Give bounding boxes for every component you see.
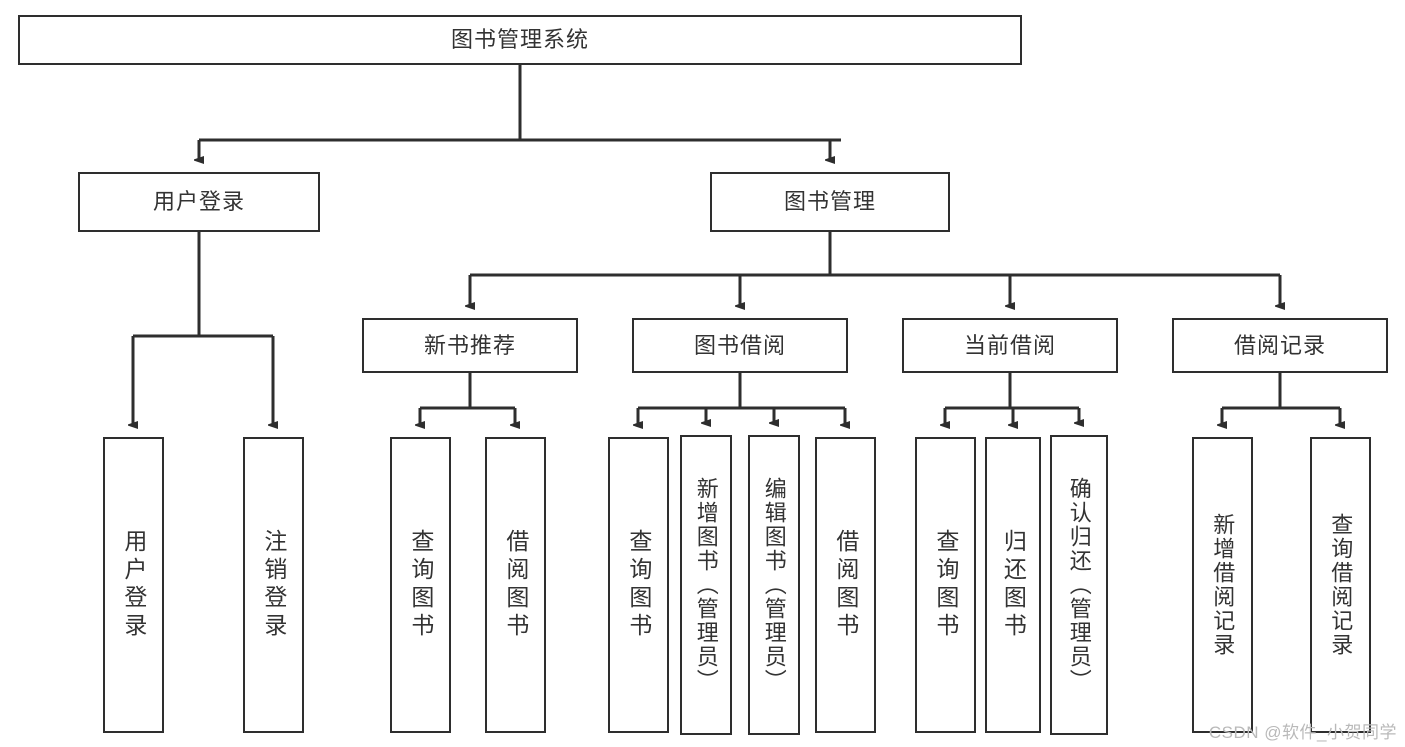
node-leaf-query-book-2-label: 查询图书	[625, 529, 652, 641]
node-root[interactable]: 图书管理系统	[18, 15, 1022, 65]
node-leaf-user-login-label: 用户登录	[120, 529, 147, 641]
node-book-manage-label: 图书管理	[783, 189, 876, 215]
node-current-borrow-label: 当前借阅	[963, 332, 1056, 358]
node-borrow-record[interactable]: 借阅记录	[1172, 318, 1388, 373]
node-new-book-rec-label: 新书推荐	[423, 332, 516, 358]
node-leaf-logout[interactable]: 注销登录	[243, 437, 304, 733]
node-leaf-return-book-label: 归还图书	[1000, 529, 1027, 641]
node-book-manage[interactable]: 图书管理	[710, 172, 950, 232]
csdn-watermark: CSDN @软件_小贺同学	[1208, 723, 1397, 742]
node-root-label: 图书管理系统	[450, 27, 589, 53]
node-book-borrow-label: 图书借阅	[693, 332, 786, 358]
node-leaf-borrow-book-2-label: 借阅图书	[832, 529, 859, 641]
node-leaf-borrow-book-1-label: 借阅图书	[502, 529, 529, 641]
node-leaf-edit-book[interactable]: 编辑图书（管理员）	[748, 435, 800, 735]
node-leaf-query-record-label: 查询借阅记录	[1328, 513, 1354, 657]
node-new-book-rec[interactable]: 新书推荐	[362, 318, 578, 373]
node-leaf-add-book[interactable]: 新增图书（管理员）	[680, 435, 732, 735]
node-leaf-confirm-return-label: 确认归还（管理员）	[1066, 477, 1092, 693]
node-borrow-record-label: 借阅记录	[1233, 332, 1326, 358]
node-leaf-add-record[interactable]: 新增借阅记录	[1192, 437, 1253, 733]
node-current-borrow[interactable]: 当前借阅	[902, 318, 1118, 373]
node-leaf-borrow-book-1[interactable]: 借阅图书	[485, 437, 546, 733]
node-book-borrow[interactable]: 图书借阅	[632, 318, 848, 373]
node-leaf-return-book[interactable]: 归还图书	[985, 437, 1041, 733]
node-leaf-confirm-return[interactable]: 确认归还（管理员）	[1050, 435, 1108, 735]
node-leaf-user-login[interactable]: 用户登录	[103, 437, 164, 733]
node-leaf-logout-label: 注销登录	[260, 529, 287, 641]
node-leaf-query-book-3-label: 查询图书	[932, 529, 959, 641]
node-leaf-add-book-label: 新增图书（管理员）	[693, 477, 719, 693]
node-user-login-label: 用户登录	[152, 189, 245, 215]
node-leaf-query-book-1[interactable]: 查询图书	[390, 437, 451, 733]
node-leaf-edit-book-label: 编辑图书（管理员）	[761, 477, 787, 693]
node-user-login[interactable]: 用户登录	[78, 172, 320, 232]
node-leaf-query-record[interactable]: 查询借阅记录	[1310, 437, 1371, 733]
node-leaf-query-book-3[interactable]: 查询图书	[915, 437, 976, 733]
node-leaf-query-book-2[interactable]: 查询图书	[608, 437, 669, 733]
node-leaf-add-record-label: 新增借阅记录	[1210, 513, 1236, 657]
node-leaf-query-book-1-label: 查询图书	[407, 529, 434, 641]
node-leaf-borrow-book-2[interactable]: 借阅图书	[815, 437, 876, 733]
